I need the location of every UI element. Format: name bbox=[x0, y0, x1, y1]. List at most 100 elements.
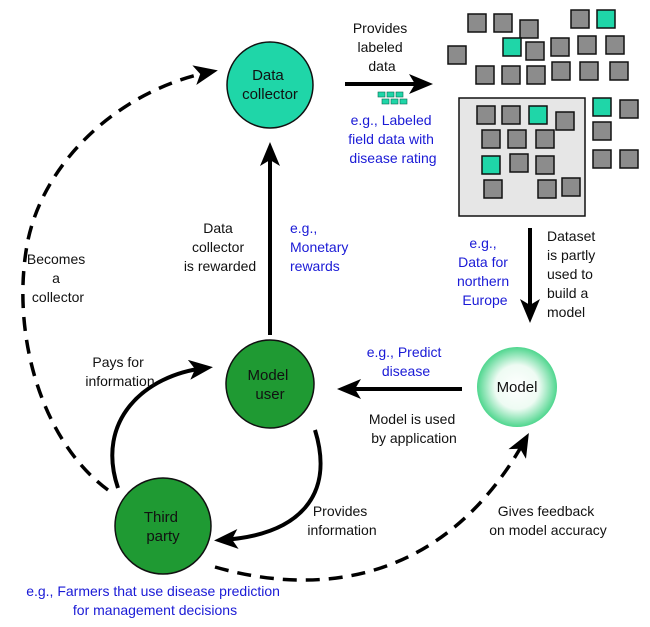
predict-example-2: disease bbox=[382, 363, 430, 379]
highlighted-data-square bbox=[596, 9, 616, 29]
data-square bbox=[447, 45, 467, 65]
data-collector-label-2: collector bbox=[242, 86, 298, 103]
gives-feedback-2: on model accuracy bbox=[489, 522, 607, 538]
svg-text:Model: Model bbox=[497, 379, 538, 396]
data-square bbox=[481, 129, 501, 149]
svg-text:e.g., Predict disease: e.g., Predict disease bbox=[367, 344, 446, 379]
labeled-field-example-1: e.g., Labeled bbox=[351, 112, 432, 128]
farmers-example-2: for management decisions bbox=[73, 602, 237, 618]
data-square bbox=[537, 179, 557, 199]
provides-labeled-data-1: Provides bbox=[353, 20, 407, 36]
data-square bbox=[535, 129, 555, 149]
gives-feedback-1: Gives feedback bbox=[498, 503, 595, 519]
highlighted-data-square bbox=[528, 105, 548, 125]
highlighted-data-square bbox=[481, 155, 501, 175]
data-square bbox=[577, 35, 597, 55]
collector-rewarded-2: collector bbox=[192, 239, 244, 255]
monetary-example-2: Monetary bbox=[290, 239, 348, 255]
model-circle bbox=[477, 347, 557, 427]
data-square bbox=[475, 65, 495, 85]
svg-text:Data collector: Data collector bbox=[242, 67, 298, 103]
dashed-arrow-feedback bbox=[214, 433, 529, 582]
arrow-third-party-to-user bbox=[110, 359, 213, 489]
svg-text:Dataset is partly used: Dataset is partly used to build a model bbox=[547, 228, 599, 320]
pays-for-info-2: information bbox=[85, 373, 154, 389]
svg-text:e.g., Farmers that use disease: e.g., Farmers that use disease predictio… bbox=[26, 583, 284, 618]
data-square bbox=[493, 13, 513, 33]
model-used-2: by application bbox=[371, 430, 457, 446]
data-square bbox=[501, 65, 521, 85]
model-node: Model bbox=[477, 347, 557, 427]
collector-rewarded-3: is rewarded bbox=[184, 258, 256, 274]
svg-text:e.g., Monetary rewards: e.g., Monetary rewards bbox=[290, 220, 352, 274]
model-user-label-2: user bbox=[255, 386, 284, 403]
data-square bbox=[619, 149, 639, 169]
labeled-field-example-2: field data with bbox=[348, 131, 434, 147]
labeled-data-icon bbox=[377, 91, 408, 105]
data-square bbox=[525, 41, 545, 61]
becomes-collector-1: Becomes bbox=[27, 251, 85, 267]
pays-for-info-1: Pays for bbox=[92, 354, 144, 370]
svg-text:Becomes a collector: Becomes a collector bbox=[27, 251, 89, 305]
dataset-partly-used-1: Dataset bbox=[547, 228, 595, 244]
provides-info-2: information bbox=[307, 522, 376, 538]
data-collector-node: Data collector bbox=[226, 41, 314, 129]
data-square bbox=[555, 111, 575, 131]
data-square bbox=[476, 105, 496, 125]
data-square bbox=[467, 13, 487, 33]
dataset-illustration bbox=[447, 9, 639, 217]
data-square bbox=[483, 179, 503, 199]
dataset-partly-used-2: is partly bbox=[547, 247, 595, 263]
data-square bbox=[535, 155, 555, 175]
data-square bbox=[570, 9, 590, 29]
svg-text:Third party: Third party bbox=[144, 509, 182, 545]
becomes-collector-3: collector bbox=[32, 289, 84, 305]
data-square bbox=[592, 149, 612, 169]
svg-text:e.g., Labeled field data w: e.g., Labeled field data with disease ra… bbox=[348, 112, 438, 166]
arrow-user-to-third-party bbox=[214, 429, 323, 549]
provides-labeled-data-3: data bbox=[368, 58, 395, 74]
third-party-circle bbox=[114, 477, 212, 575]
farmers-example-1: e.g., Farmers that use disease predictio… bbox=[26, 583, 280, 599]
data-square bbox=[501, 105, 521, 125]
becomes-collector-2: a bbox=[52, 270, 60, 286]
data-square bbox=[509, 153, 529, 173]
monetary-example-1: e.g., bbox=[290, 220, 317, 236]
data-collector-circle bbox=[226, 41, 314, 129]
data-square bbox=[579, 61, 599, 81]
data-square bbox=[551, 61, 571, 81]
data-square bbox=[519, 19, 539, 39]
svg-text:Data collector is rewa: Data collector is rewarded bbox=[184, 220, 256, 274]
collector-rewarded-1: Data bbox=[203, 220, 233, 236]
svg-text:Gives feedback on model ac: Gives feedback on model accuracy bbox=[489, 503, 607, 538]
northern-europe-example-4: Europe bbox=[462, 292, 507, 308]
provides-labeled-data-2: labeled bbox=[357, 39, 402, 55]
svg-text:Model user: Model user bbox=[247, 367, 292, 403]
data-square bbox=[605, 35, 625, 55]
dataset-partly-used-5: model bbox=[547, 304, 585, 320]
svg-text:Pays for information: Pays for information bbox=[85, 354, 154, 389]
data-square bbox=[609, 61, 629, 81]
model-label: Model bbox=[497, 379, 538, 396]
svg-text:e.g., Data for norther: e.g., Data for northern Europe bbox=[457, 235, 513, 308]
provides-info-1: Provides bbox=[313, 503, 367, 519]
labeled-field-example-3: disease rating bbox=[349, 150, 436, 166]
third-party-label-2: party bbox=[146, 528, 180, 545]
svg-text:Provides information: Provides information bbox=[307, 503, 376, 538]
svg-text:Provides labeled data: Provides labeled data bbox=[353, 20, 411, 74]
third-party-node: Third party bbox=[114, 477, 212, 575]
model-user-label-1: Model bbox=[247, 367, 288, 384]
predict-example-1: e.g., Predict bbox=[367, 344, 442, 360]
northern-europe-example-3: northern bbox=[457, 273, 509, 289]
highlighted-data-square bbox=[592, 97, 612, 117]
data-square bbox=[550, 37, 570, 57]
third-party-label-1: Third bbox=[144, 509, 178, 526]
dashed-arrow-becomes-collector bbox=[21, 65, 218, 492]
data-square bbox=[507, 129, 527, 149]
highlighted-data-square bbox=[502, 37, 522, 57]
data-square bbox=[561, 177, 581, 197]
dataset-partly-used-3: used to bbox=[547, 266, 593, 282]
northern-europe-example-2: Data for bbox=[458, 254, 508, 270]
data-square bbox=[592, 121, 612, 141]
model-used-1: Model is used bbox=[369, 411, 455, 427]
